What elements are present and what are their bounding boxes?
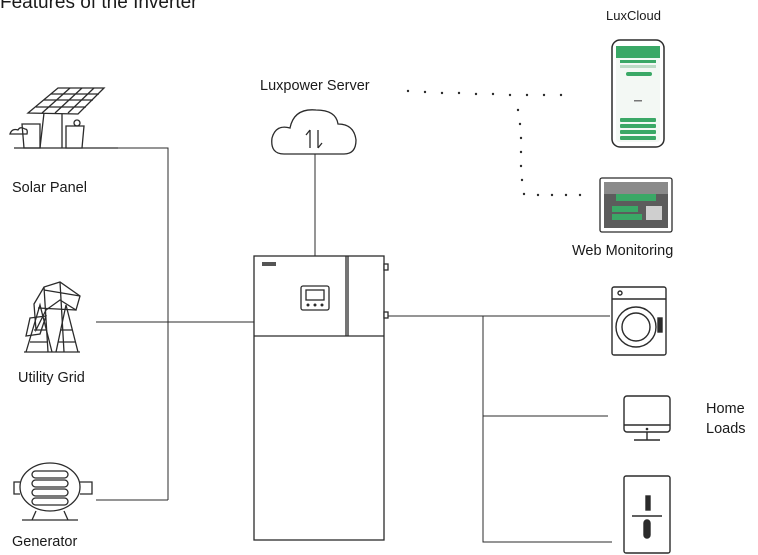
home-loads-label-line2: Loads bbox=[706, 421, 746, 437]
smartphone-app-icon bbox=[611, 39, 665, 148]
server-label: Luxpower Server bbox=[260, 78, 370, 94]
power-pylon-icon bbox=[24, 281, 81, 353]
connection-lines bbox=[96, 147, 612, 543]
loads-vertical-bus bbox=[482, 316, 612, 543]
tv-monitor-icon bbox=[623, 395, 671, 441]
solar-panel-label: Solar Panel bbox=[12, 180, 87, 196]
dotted-link-server-web bbox=[516, 108, 582, 197]
washing-machine-icon bbox=[611, 286, 667, 356]
page-title: Features of the Inverter bbox=[0, 0, 198, 13]
cloud-sync-icon bbox=[271, 109, 357, 155]
app-label: LuxCloud bbox=[606, 8, 661, 23]
inverter-cabinet-icon bbox=[253, 255, 389, 541]
utility-grid-label: Utility Grid bbox=[18, 370, 85, 386]
web-monitor-icon bbox=[599, 177, 673, 233]
generator-icon bbox=[13, 462, 93, 521]
generator-label: Generator bbox=[12, 534, 78, 550]
solar-connection-line bbox=[118, 147, 169, 500]
refrigerator-icon bbox=[623, 475, 671, 554]
wireless-dotted-links bbox=[406, 89, 582, 197]
solar-panel-icon bbox=[9, 87, 118, 149]
home-loads-label-line1: Home bbox=[706, 401, 745, 417]
dotted-link-server-app bbox=[406, 89, 563, 97]
web-monitoring-label: Web Monitoring bbox=[572, 243, 674, 259]
